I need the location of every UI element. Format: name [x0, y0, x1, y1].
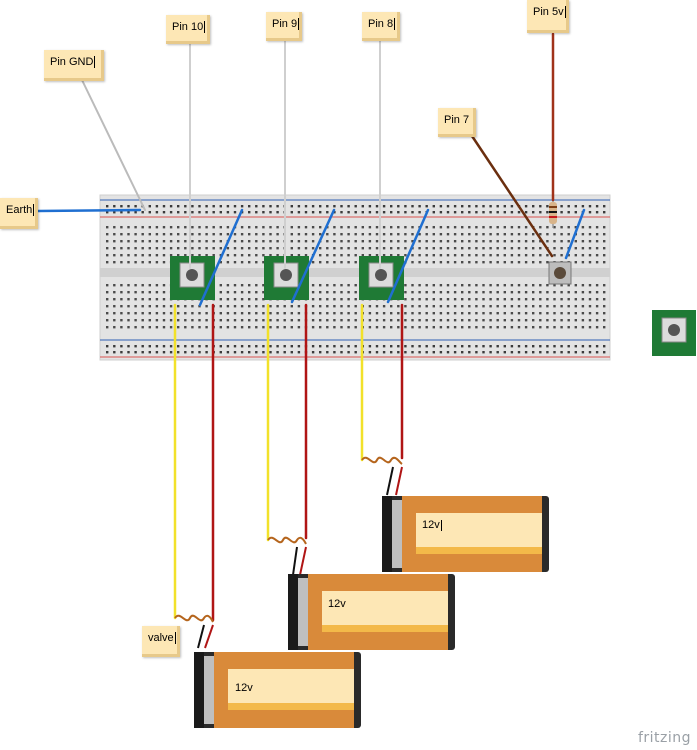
wires — [36, 32, 586, 622]
battery-1 — [382, 496, 549, 572]
label-valve: valve — [142, 626, 180, 657]
battery-label-1: 12v — [422, 519, 442, 531]
wire-gnd — [81, 79, 146, 211]
battery-3 — [194, 652, 361, 728]
battery-label-2: 12v — [328, 598, 346, 610]
coil-1 — [174, 614, 214, 649]
tactile-switch — [548, 261, 572, 285]
pushbutton-module-spare — [652, 310, 696, 356]
wire-earth — [36, 208, 142, 213]
breadboard — [99, 194, 611, 361]
coil-2 — [267, 536, 307, 576]
coil-3 — [361, 456, 403, 496]
label-earth: Earth — [0, 198, 38, 229]
pushbutton-module-1 — [170, 256, 215, 300]
label-pin5v: Pin 5v — [527, 0, 569, 33]
label-pingnd: Pin GND — [44, 50, 104, 81]
wire-blue-3 — [386, 208, 430, 304]
label-pin9: Pin 9 — [266, 12, 302, 41]
battery-label-3: 12v — [235, 682, 253, 694]
label-pin10: Pin 10 — [166, 15, 210, 44]
fritzing-logo: fritzing — [637, 730, 691, 746]
battery-2 — [288, 574, 455, 650]
label-pin8: Pin 8 — [362, 12, 400, 41]
wire-pin7 — [470, 134, 554, 258]
wire-blue-2 — [290, 208, 336, 304]
wire-blue-1 — [198, 208, 244, 307]
wire-blue-4 — [564, 208, 586, 260]
label-pin7: Pin 7 — [438, 108, 476, 137]
